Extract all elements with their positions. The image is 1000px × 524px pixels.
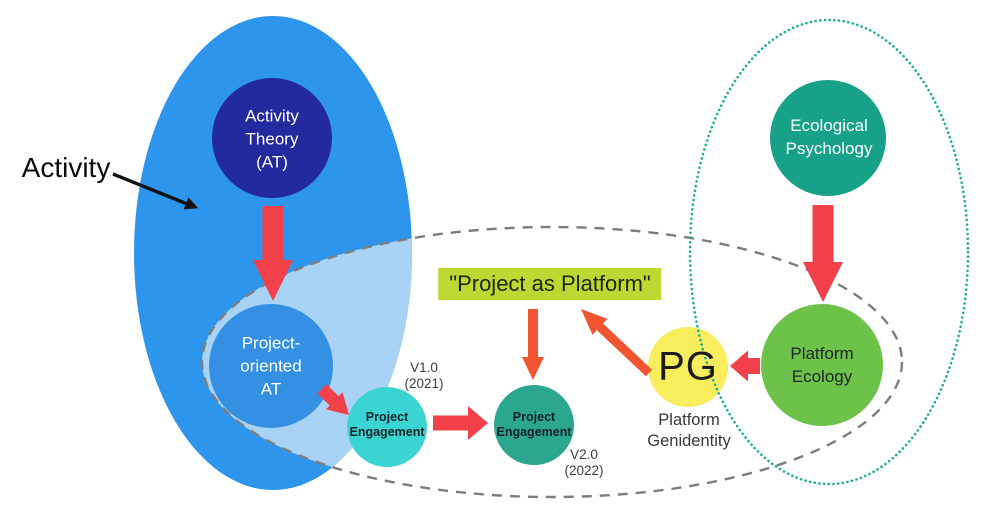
arrow-activity-theory-to-poat — [253, 206, 293, 301]
dashed-ellipse — [200, 225, 904, 499]
arrow-banner-to-pev2 — [522, 309, 544, 380]
arrow-pg-to-banner — [581, 309, 653, 377]
ecological-psychology-circle — [770, 80, 886, 196]
pg-circle — [648, 327, 728, 407]
activity-theory-circle — [212, 78, 332, 198]
project-oriented-at-circle — [209, 304, 333, 428]
activity-pointer-arrowhead-icon — [183, 197, 199, 210]
activity-pointer-line — [112, 172, 187, 206]
arrow-pev1-to-pev2 — [433, 406, 488, 440]
arrow-ecopsy-to-platform-ecology — [803, 205, 843, 302]
arrow-platform-ecology-to-pg — [730, 350, 760, 382]
platform-ecology-circle — [761, 304, 883, 426]
dotted-ellipse — [688, 18, 970, 486]
project-engagement-v2-circle — [494, 385, 574, 465]
arrow-poat-to-pev1 — [317, 384, 349, 415]
project-engagement-v1-circle — [347, 387, 427, 467]
